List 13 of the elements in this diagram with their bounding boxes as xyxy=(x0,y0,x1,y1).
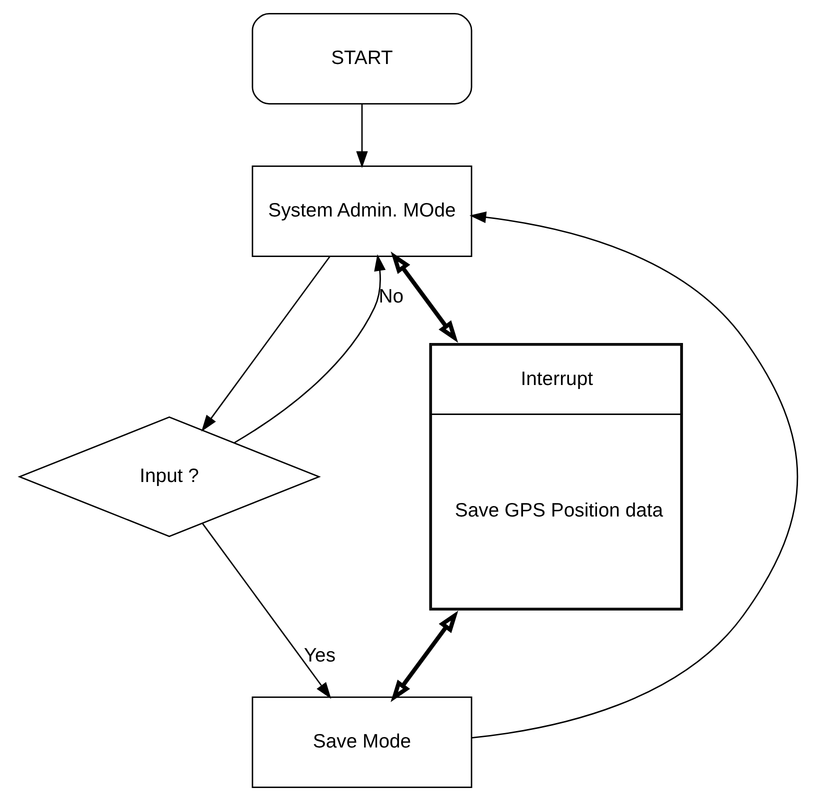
edge-label: No xyxy=(378,285,404,308)
node-box: System Admin. MOde xyxy=(252,166,472,257)
node-box: Save Mode xyxy=(252,696,472,788)
node-diamond: Input ? xyxy=(18,416,321,538)
arrow xyxy=(356,104,368,168)
arrow xyxy=(390,610,458,702)
edge-label: Yes xyxy=(304,644,336,666)
arrow xyxy=(390,252,458,343)
arrow xyxy=(234,254,386,444)
arrow xyxy=(201,256,330,432)
arrow xyxy=(202,522,332,699)
arrow xyxy=(469,212,798,738)
node-box: START xyxy=(252,12,472,104)
